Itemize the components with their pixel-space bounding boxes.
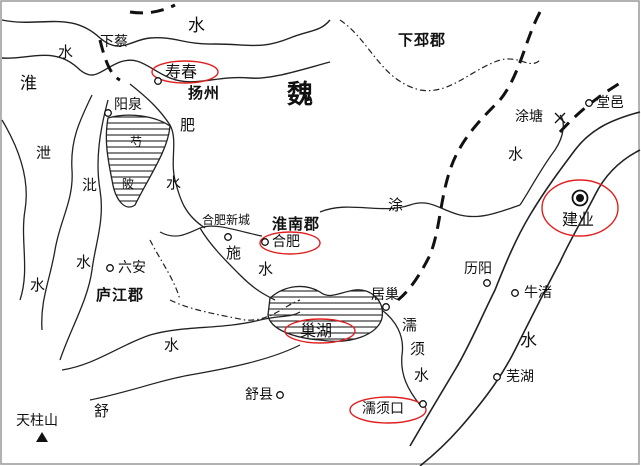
city-xiacai: 下蔡 [100, 34, 128, 50]
state-label-wei: 魏 [287, 80, 318, 110]
city-shouchun: 寿春 [165, 62, 198, 81]
lake-chaohu: 巢湖 [300, 321, 333, 340]
river-fei: 肥 [180, 116, 196, 134]
river-fei-shui: 水 [166, 174, 182, 192]
niuzhu-marker [511, 289, 519, 297]
river-jiang-shui: 水 [520, 331, 537, 351]
capital-dot-icon [571, 189, 589, 207]
chaohu-highlight [284, 318, 356, 344]
city-liuan: 六安 [118, 260, 146, 276]
hefei-xincheng-marker [224, 233, 232, 241]
river-shu-shui: 水 [164, 336, 180, 354]
river-shu: 舒 [94, 402, 110, 420]
hefei-marker [261, 238, 269, 246]
river-tu-shui: 水 [508, 145, 524, 163]
lujiang-boundary [149, 239, 181, 301]
commandery-lujiang: 庐江郡 [96, 286, 145, 304]
huai-river-south-bank [1, 54, 331, 83]
hefei-watershed-line [159, 225, 263, 237]
city-liyang: 历阳 [464, 261, 492, 277]
xie-river [1, 119, 27, 301]
ruxukou-highlight [349, 396, 427, 424]
tutang-marker [554, 112, 566, 124]
river-huai: 淮 [20, 74, 37, 94]
pi-river-east-bank [59, 99, 109, 361]
shaobei-reservoir [105, 114, 171, 208]
reservoir-shao: 芍 [130, 135, 143, 149]
river-xu: 须 [410, 340, 426, 358]
commandery-xiapi: 下邳郡 [398, 31, 447, 49]
city-niuzhu: 牛渚 [524, 285, 552, 301]
xiapi-boundary [339, 19, 541, 92]
wei-wu-border-east [558, 78, 626, 134]
tu-river-north [519, 114, 564, 206]
mountain-tianzhu: 天柱山 [16, 413, 58, 429]
city-tangyi: 堂邑 [596, 95, 624, 111]
river-tu: 涂 [388, 196, 404, 214]
river-shi-shui: 水 [258, 260, 274, 278]
commandery-yangzhou: 扬州 [188, 84, 221, 102]
city-shuxian: 舒县 [245, 387, 273, 403]
juchao-marker [382, 303, 390, 311]
river-ru-shui: 水 [414, 366, 430, 384]
fei-river [129, 83, 206, 229]
yangquan-marker [104, 109, 112, 117]
reservoir-bei: 陂 [122, 177, 135, 191]
river-xie-shui: 水 [30, 276, 46, 294]
mountain-icon [36, 432, 48, 442]
liyang-marker [483, 279, 491, 287]
shi-river [199, 227, 276, 301]
river-shi: 施 [226, 244, 242, 262]
wuhu-marker [493, 373, 501, 381]
jianye-highlight [541, 179, 619, 237]
north-border [98, 3, 176, 82]
river-xie: 泄 [36, 144, 52, 162]
shuxian-marker [276, 391, 284, 399]
river-shui-left-top: 水 [58, 43, 74, 61]
yangtze-east-bank [419, 149, 641, 466]
tangyi-marker [585, 99, 593, 107]
wei-wu-border [397, 11, 542, 302]
liuan-marker [106, 264, 114, 272]
huainan-boundary [169, 299, 301, 321]
river-pi-shui: 水 [76, 253, 92, 271]
huai-river-north-bank [1, 19, 331, 47]
ruxukou-marker [419, 400, 427, 408]
yangtze-west-bank [409, 111, 641, 447]
shu-river-south [89, 344, 301, 401]
city-jianye: 建业 [562, 210, 595, 229]
commandery-huainan: 淮南郡 [272, 215, 321, 233]
city-hefei: 合肥 [272, 234, 300, 250]
city-yangquan: 阳泉 [114, 97, 142, 113]
ruxu-river [381, 309, 421, 406]
shu-river [61, 311, 301, 371]
shouchun-marker [154, 77, 162, 85]
city-tutang: 涂塘 [515, 109, 543, 125]
river-ru: 濡 [402, 316, 418, 334]
river-shui-top: 水 [188, 16, 205, 36]
city-wuhu: 芜湖 [506, 369, 534, 385]
pi-river-west-bank [41, 94, 93, 331]
city-juchao: 居巢 [371, 287, 399, 303]
city-ruxukou: 濡须口 [362, 401, 404, 417]
tu-river [319, 202, 521, 218]
shouchun-highlight [151, 60, 219, 84]
hefei-highlight [259, 231, 321, 255]
river-pi: 沘 [82, 176, 98, 194]
city-hefei-xincheng: 合肥新城 [202, 213, 251, 227]
